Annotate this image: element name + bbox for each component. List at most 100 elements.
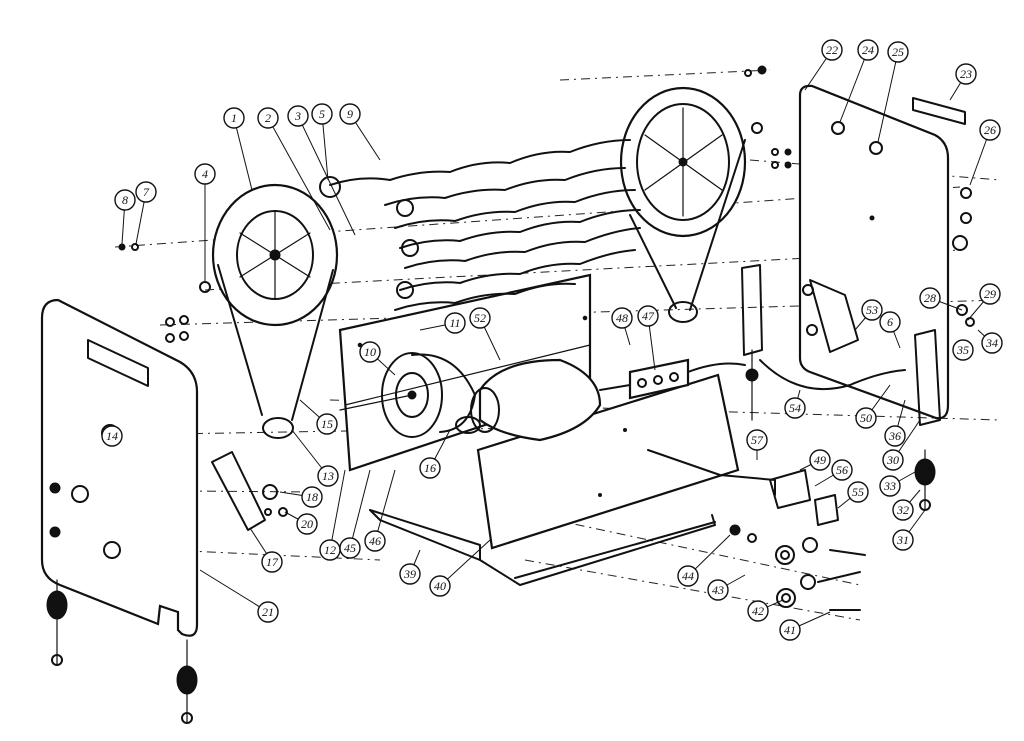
callout-47: 47 [637, 305, 659, 371]
callout-3: 3 [287, 105, 356, 236]
callout-bubble [469, 307, 491, 329]
callout-1: 1 [223, 107, 253, 191]
callout-16: 16 [419, 429, 451, 479]
callout-bubble [399, 563, 421, 585]
callout-number: 31 [896, 533, 909, 547]
callout-leader [877, 51, 899, 143]
callout-bubble [223, 107, 245, 129]
callout-number: 18 [306, 490, 318, 504]
callout-number: 5 [319, 107, 325, 121]
callout-number: 3 [294, 109, 301, 123]
callout-number: 57 [751, 433, 764, 447]
callout-number: 8 [122, 193, 128, 207]
callout-41: 41 [779, 611, 831, 641]
callout-bubble [359, 341, 381, 363]
callout-bubble [257, 601, 279, 623]
callout-number: 28 [924, 291, 936, 305]
callout-bubble [339, 537, 361, 559]
callout-leader [297, 115, 356, 236]
callout-bubble [364, 530, 386, 552]
callout-54: 54 [784, 389, 806, 419]
callout-number: 20 [301, 517, 313, 531]
base-frame [369, 509, 716, 586]
callout-bubble [194, 163, 216, 185]
callout-23: 23 [949, 63, 977, 101]
callout-number: 14 [106, 429, 118, 443]
callout-2: 2 [257, 107, 331, 231]
callout-bubble [135, 181, 157, 203]
callout-15: 15 [299, 399, 338, 435]
right-bracket [809, 279, 941, 426]
callout-52: 52 [469, 307, 501, 361]
callout-bubble [882, 449, 904, 471]
callout-bubble [919, 287, 941, 309]
callout-bubble [746, 429, 768, 451]
callout-bubble [317, 465, 339, 487]
center-bracket [741, 264, 763, 421]
callout-number: 39 [403, 567, 416, 581]
upper-right-hardware [744, 65, 975, 327]
callout-number: 15 [321, 417, 333, 431]
callout-bubble [887, 41, 909, 63]
callout-number: 44 [682, 569, 694, 583]
callout-33: 33 [879, 471, 916, 497]
callout-bubble [779, 619, 801, 641]
callout-leader [233, 117, 253, 191]
callout-number: 34 [985, 336, 998, 350]
callout-bubble [847, 481, 869, 503]
callout-bubble [114, 189, 136, 211]
callout-number: 40 [434, 579, 446, 593]
callout-bubble [296, 513, 318, 535]
callout-53: 53 [854, 299, 883, 331]
callout-bubble [831, 459, 853, 481]
callout-57: 57 [746, 429, 768, 460]
callout-number: 45 [344, 541, 356, 555]
callout-45: 45 [339, 469, 371, 559]
callout-number: 12 [324, 543, 336, 557]
callout-number: 42 [752, 604, 764, 618]
callout-11: 11 [419, 312, 466, 334]
callout-number: 22 [826, 43, 838, 57]
callout-30: 30 [882, 419, 921, 471]
callout-number: 35 [956, 343, 969, 357]
callout-43: 43 [707, 574, 746, 601]
callout-25: 25 [877, 41, 909, 143]
callout-number: 41 [784, 623, 796, 637]
callout-number: 10 [364, 345, 376, 359]
callout-7: 7 [135, 181, 157, 245]
callout-bubble [429, 575, 451, 597]
callout-bubble [339, 103, 361, 125]
right-feet [914, 449, 936, 511]
front-cover-panel [476, 373, 740, 550]
callout-bubble [316, 413, 338, 435]
callout-56: 56 [814, 459, 853, 487]
callout-number: 48 [616, 311, 628, 325]
callout-bubble [707, 579, 729, 601]
callout-36: 36 [884, 399, 906, 447]
motor [411, 353, 602, 442]
cord-54 [759, 359, 906, 391]
callout-bubble [879, 311, 901, 333]
callout-40: 40 [429, 539, 491, 597]
callout-6: 6 [879, 311, 901, 349]
callout-number: 29 [984, 287, 996, 301]
left-belt-assembly [217, 264, 334, 439]
callout-32: 32 [892, 489, 921, 521]
callout-number: 21 [262, 605, 274, 619]
callout-bubble [952, 339, 974, 361]
callout-number: 47 [642, 309, 655, 323]
callout-46: 46 [364, 469, 396, 552]
callout-bubble [257, 107, 279, 129]
callout-bubble [301, 486, 323, 508]
callout-number: 24 [862, 43, 874, 57]
callout-22: 22 [804, 39, 843, 91]
callout-number: 55 [852, 485, 864, 499]
right-side-panel [798, 84, 966, 420]
callout-bubble [979, 119, 1001, 141]
callout-bubble [784, 397, 806, 419]
callout-leader [199, 569, 269, 613]
callout-17: 17 [249, 527, 283, 573]
callout-number: 17 [266, 555, 279, 569]
callout-number: 16 [424, 461, 436, 475]
